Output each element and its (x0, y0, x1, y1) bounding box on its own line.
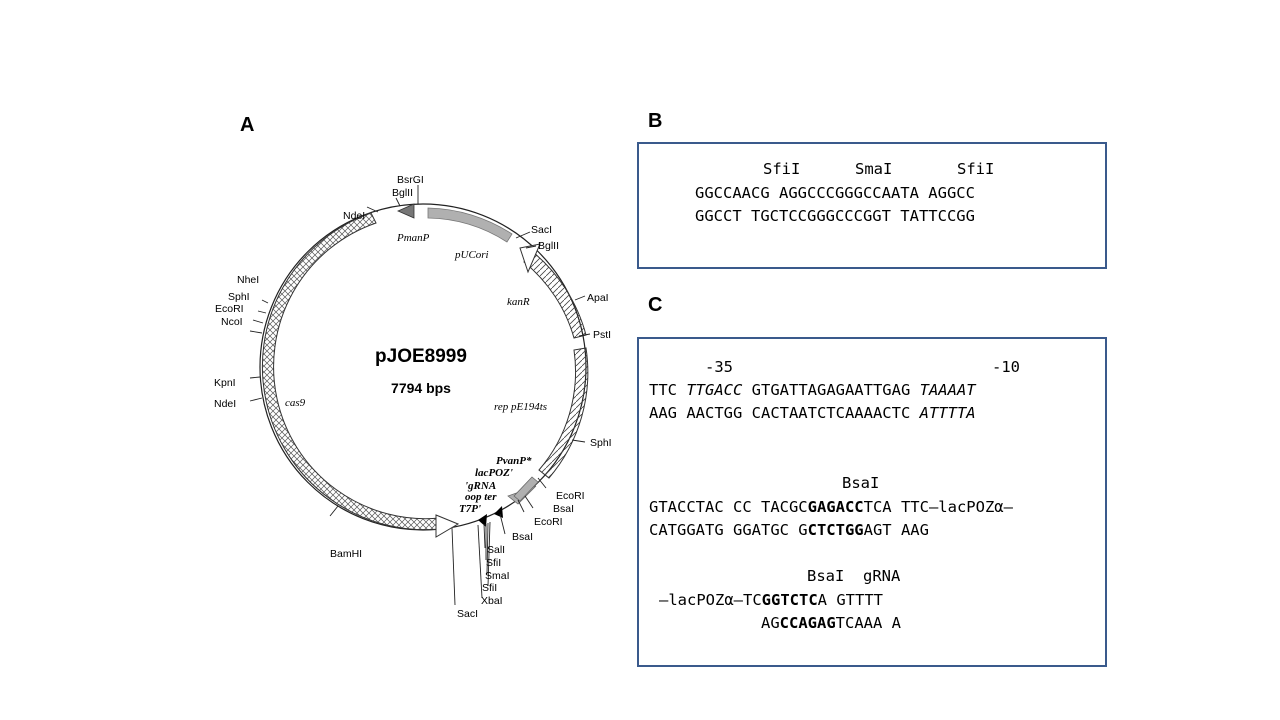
panel-b-smai: SmaI (855, 160, 893, 178)
site-bsai-r2: BsaI (512, 531, 533, 543)
plasmid-size: 7794 bps (391, 380, 451, 396)
site-ndei-top: NdeI (343, 210, 365, 222)
site-bglii-top: BglII (392, 187, 413, 199)
rep-arc (538, 347, 589, 479)
site-sfii-2: SfiI (482, 582, 497, 594)
site-bamhi: BamHI (330, 548, 362, 560)
t7-marker (478, 514, 487, 527)
rep-label: rep pE194ts (494, 401, 547, 413)
panel-c-label: C (648, 294, 663, 316)
panel-c-bsai-grna: BsaI gRNA (807, 567, 901, 585)
panel-c-minus35: -35 (705, 358, 733, 376)
site-smai: SmaI (485, 570, 510, 582)
kanr-arrowhead (519, 243, 541, 274)
site-ecori-r2: EcoRI (534, 516, 563, 528)
plasmid-name: pJOE8999 (375, 346, 467, 367)
site-ncoi: NcoI (221, 316, 243, 328)
panel-c-promoter-bottom: AAG AACTGG CACTAATCTCAAAACTC ATTTTA (649, 404, 976, 422)
site-bsrgi: BsrGI (397, 174, 424, 186)
site-bglii-right: BglII (538, 240, 559, 252)
panel-b-box: SfiI SmaI SfiI GGCCAACG AGGCCCGGGCCAATA … (637, 142, 1107, 269)
site-sali: SalI (487, 544, 505, 556)
panel-b-sfi2: SfiI (957, 160, 995, 178)
site-apai: ApaI (587, 292, 609, 304)
pmanp-label: PmanP (396, 232, 430, 244)
kanr-label: kanR (507, 296, 530, 308)
oopter-label: oop ter (465, 491, 497, 503)
panel-c-bsai-1: BsaI (842, 474, 880, 492)
cas9-label: cas9 (285, 397, 306, 409)
pvanp-label: PvanP* (496, 455, 532, 467)
site-ecori-r1: EcoRI (556, 490, 585, 502)
panel-c-insert-top: GTACCTAC CC TACGCGAGACCTCA TTC—lacPOZα— (649, 498, 1013, 516)
site-bsai-r1: BsaI (553, 503, 574, 515)
panel-b-top-strand: GGCCAACG AGGCCCGGGCCAATA AGGCC (695, 184, 975, 202)
site-saci-top: SacI (531, 224, 552, 236)
panel-b-sfi1: SfiI (763, 160, 801, 178)
pucori-arc (427, 207, 513, 243)
t7p-label: T7P' (459, 503, 481, 515)
pucori-label: pUCori (454, 249, 489, 261)
kanr-arc (523, 251, 587, 339)
panel-c-box: -35 -10 TTC TTGACC GTGATTAGAGAATTGAG TAA… (637, 337, 1107, 667)
pmanp-arrow (397, 203, 415, 219)
site-sphi-left: SphI (228, 291, 250, 303)
site-sphi-right: SphI (590, 437, 612, 449)
lacpoz-label: lacPOZ' (475, 467, 513, 479)
grna-marker (494, 506, 503, 518)
site-kpni: KpnI (214, 377, 236, 389)
site-nhei: NheI (237, 274, 259, 286)
panel-b-bottom-strand: GGCCT TGCTCCGGGCCCGGT TATTCCGG (695, 207, 975, 225)
site-sfii-1: SfiI (486, 557, 501, 569)
pvanp-body (513, 476, 539, 502)
grna-label: 'gRNA (465, 480, 496, 492)
panel-c-insert-bottom: CATGGATG GGATGC GCTCTGGAGT AAG (649, 521, 929, 539)
panel-c-promoter-top: TTC TTGACC GTGATTAGAGAATTGAG TAAAAT (649, 381, 976, 399)
site-xbai: XbaI (481, 595, 503, 607)
site-ndei-left: NdeI (214, 398, 236, 410)
panel-c-grna-bottom: AGCCAGAGTCAAA A (761, 614, 901, 632)
cas9-arc (261, 212, 441, 531)
site-ecori-left: EcoRI (215, 303, 244, 315)
panel-b-label: B (648, 110, 663, 132)
site-psti: PstI (593, 329, 611, 341)
site-saci-bottom: SacI (457, 608, 478, 620)
panel-a-label: A (240, 114, 255, 136)
site-ticks (249, 185, 591, 606)
cas9-arrowhead (435, 514, 460, 538)
panel-c-minus10: -10 (992, 358, 1020, 376)
panel-c-grna-top: —lacPOZα—TCGGTCTCA GTTTT (659, 591, 883, 609)
